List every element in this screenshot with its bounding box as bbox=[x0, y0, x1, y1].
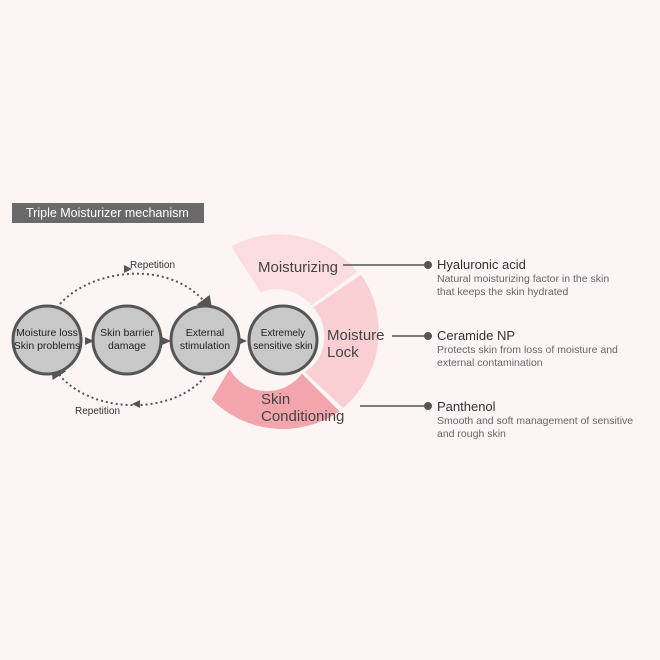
ingredient-desc-line2: that keeps the skin hydrated bbox=[437, 286, 569, 298]
ingredient-name-panthenol: Panthenol bbox=[437, 399, 496, 414]
repetition-bottom-mid-arrow bbox=[132, 400, 140, 408]
node-external-stimulation-text: External stimulation bbox=[170, 327, 240, 353]
repetition-top-mid-arrow bbox=[124, 265, 132, 273]
node-label-line1: Moisture loss bbox=[16, 327, 78, 339]
ingredient-desc-hyaluronic: Natural moisturizing factor in the skin … bbox=[437, 273, 660, 299]
node-label-line1: External bbox=[185, 327, 225, 339]
node-label-line2: stimulation bbox=[179, 340, 231, 352]
segment-label-line2: Lock bbox=[327, 344, 359, 361]
ingredient-desc-ceramide: Protects skin from loss of moisture and … bbox=[437, 344, 660, 370]
segment-label-moisture-lock: Moisture Lock bbox=[327, 327, 385, 361]
repetition-label-bottom: Repetition bbox=[75, 406, 121, 417]
ingredient-name-hyaluronic: Hyaluronic acid bbox=[437, 257, 526, 272]
connector-dot-panthenol bbox=[424, 402, 432, 410]
node-skin-barrier bbox=[91, 304, 163, 376]
node-label-line1: Skin barrier bbox=[100, 327, 154, 339]
node-label-line1: Extremely bbox=[260, 328, 306, 339]
segment-moisture-lock bbox=[304, 274, 379, 408]
connector-dots bbox=[424, 261, 432, 410]
connectors bbox=[343, 264, 424, 407]
node-sensitive-skin bbox=[247, 304, 319, 376]
ingredient-desc-line1: Natural moisturizing factor in the skin bbox=[437, 273, 610, 285]
node-moisture-loss bbox=[11, 304, 83, 376]
segment-label-line1: Moisture bbox=[327, 327, 385, 344]
segment-label-line2: Conditioning bbox=[261, 408, 345, 425]
ingredient-desc-panthenol: Smooth and soft management of sensitive … bbox=[437, 415, 660, 441]
section-title: Triple Moisturizer mechanism bbox=[12, 203, 204, 223]
ingredient-desc-line1: Protects skin from loss of moisture and bbox=[437, 344, 618, 356]
node-label-line2: Skin problems bbox=[13, 340, 81, 352]
ingredient-name-ceramide: Ceramide NP bbox=[437, 328, 516, 343]
ingredient-desc-line2: external contamination bbox=[437, 357, 543, 369]
ingredient-desc-line2: and rough skin bbox=[437, 428, 506, 440]
flow-arrow-2 bbox=[162, 337, 171, 345]
repetition-label-top: Repetition bbox=[130, 260, 176, 271]
node-label-line2: damage bbox=[108, 340, 146, 352]
node-label-line2: sensitive skin bbox=[253, 341, 313, 352]
cycle-nodes bbox=[11, 304, 319, 376]
repetition-bottom-arc bbox=[50, 362, 209, 407]
segment-label-line1: Skin bbox=[261, 391, 291, 408]
segment-label-moisturizing: Moisturizing bbox=[258, 259, 339, 276]
segment-skin-conditioning bbox=[211, 369, 340, 430]
segment-moisturizing bbox=[231, 234, 358, 306]
node-sensitive-skin-text: Extremely sensitive skin bbox=[248, 327, 318, 353]
ingredient-desc-line1: Smooth and soft management of sensitive bbox=[437, 415, 634, 427]
connector-dot-hyaluronic bbox=[424, 261, 432, 269]
moisture-ring bbox=[211, 234, 379, 430]
connector-dot-ceramide bbox=[424, 332, 432, 340]
flow-arrow-1 bbox=[85, 337, 94, 345]
node-external-stimulation bbox=[169, 304, 241, 376]
node-moisture-loss-text: Moisture loss Skin problems bbox=[12, 327, 82, 353]
node-skin-barrier-text: Skin barrier damage bbox=[92, 327, 162, 353]
segment-label-skin-conditioning: Skin Conditioning bbox=[261, 391, 344, 425]
